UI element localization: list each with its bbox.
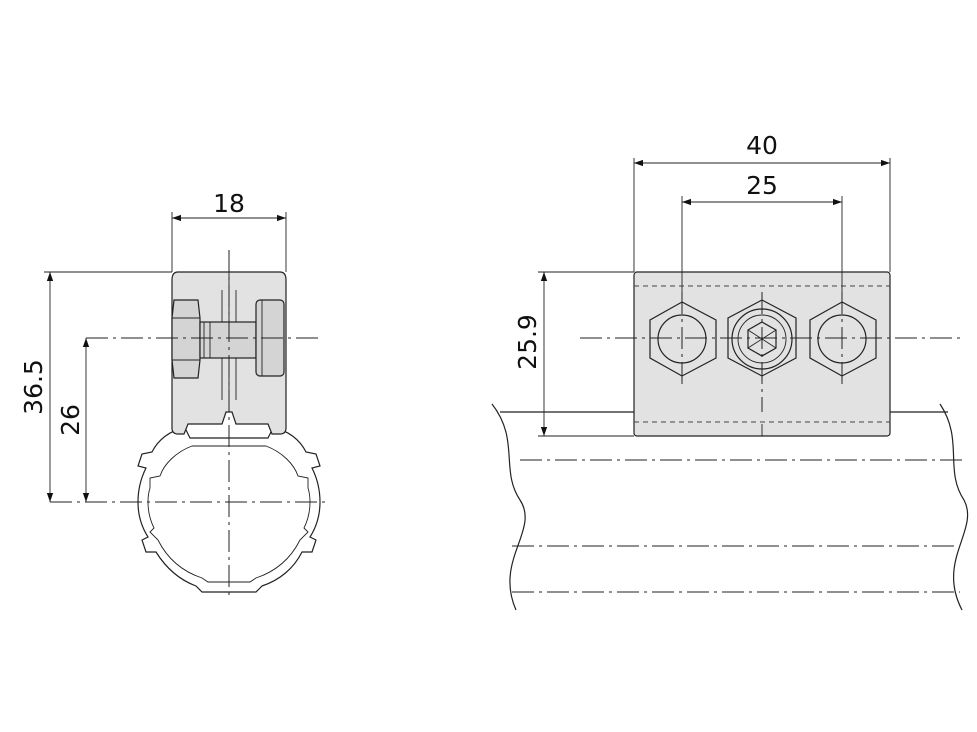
side-view: 18 36.5 26 — [19, 189, 326, 600]
tube-front — [491, 403, 969, 611]
dimension-26-label: 26 — [56, 404, 85, 436]
dimension-25-9: 25.9 — [513, 271, 634, 437]
dimension-25-9-label: 25.9 — [513, 314, 542, 370]
dimension-18: 18 — [171, 189, 287, 272]
dimension-36-5: 36.5 — [19, 271, 172, 502]
dimension-25: 25 — [681, 171, 843, 302]
dimension-40: 40 — [633, 131, 891, 272]
tube-profile — [137, 427, 321, 593]
dimension-26: 26 — [56, 338, 90, 502]
dimension-40-label: 40 — [746, 131, 778, 160]
dimension-36-5-label: 36.5 — [19, 359, 48, 415]
dimension-18-label: 18 — [213, 189, 245, 218]
front-view: 40 25 25.9 — [491, 131, 969, 611]
dimension-25-label: 25 — [746, 171, 778, 200]
